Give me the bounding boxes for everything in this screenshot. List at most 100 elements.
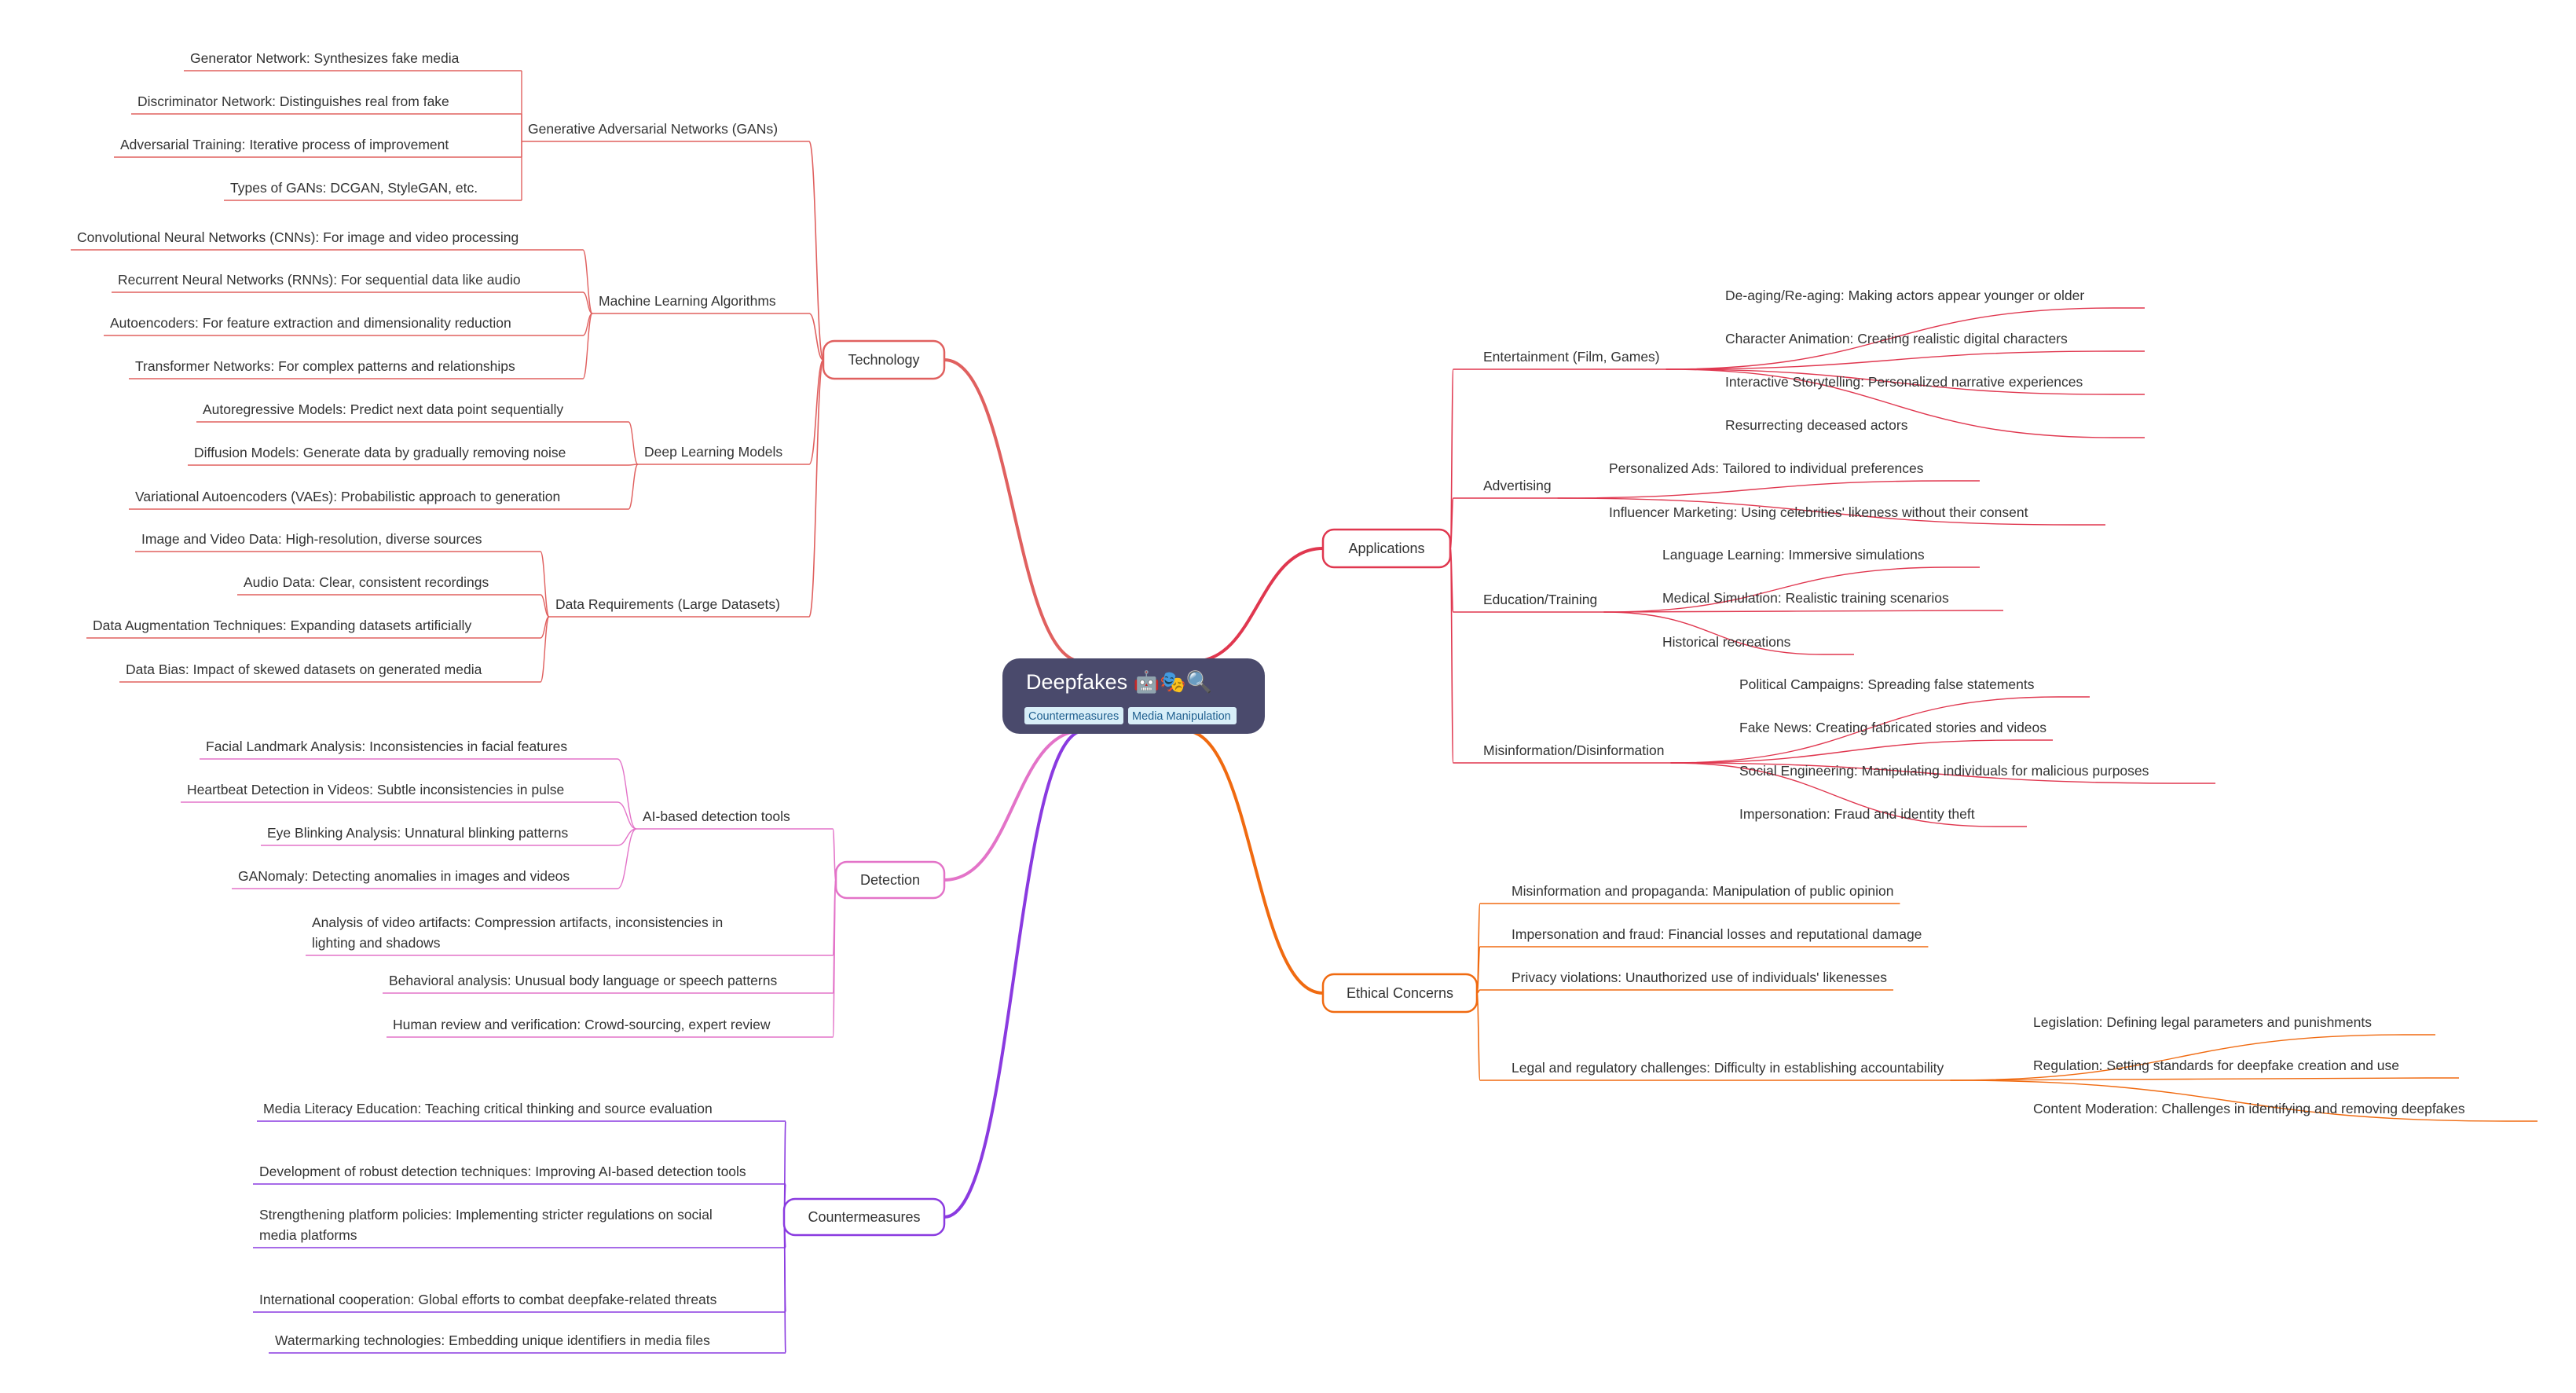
node-data-bias[interactable]: Data Bias: Impact of skewed datasets on … [119, 662, 540, 683]
node-label: AI-based detection tools [643, 808, 790, 824]
link-child-grandchild [540, 551, 550, 618]
node-ai-based-detection-tools[interactable]: AI-based detection tools [636, 808, 833, 830]
link-branch-child [808, 313, 824, 361]
link-root-applications [1192, 547, 1324, 663]
node-strengthening-platform-policies[interactable]: Strengthening platform policies: Impleme… [253, 1207, 786, 1248]
link-child-grandchild [540, 616, 550, 683]
node-legislation[interactable]: Legislation: Defining legal parameters a… [2033, 1014, 2435, 1036]
node-misinformation-disinformation[interactable]: Misinformation/Disinformation [1453, 742, 1671, 764]
node-generative-adversarial-networks-gans[interactable]: Generative Adversarial Networks (GANs) [522, 121, 809, 142]
link-child-grandchild [1557, 480, 1949, 499]
node-label: Data Augmentation Techniques: Expanding … [93, 618, 471, 633]
node-generator-network[interactable]: Generator Network: Synthesizes fake medi… [184, 50, 522, 71]
node-ganomaly[interactable]: GANomaly: Detecting anomalies in images … [232, 868, 617, 889]
node-label: Legislation: Defining legal parameters a… [2033, 1014, 2372, 1030]
link-branch-child [808, 141, 824, 361]
node-label: Data Requirements (Large Datasets) [555, 596, 780, 612]
node-types-of-gans[interactable]: Types of GANs: DCGAN, StyleGAN, etc. [224, 180, 522, 201]
link-child-grandchild [582, 313, 593, 379]
node-machine-learning-algorithms[interactable]: Machine Learning Algorithms [592, 293, 809, 314]
node-deep-learning-models[interactable]: Deep Learning Models [638, 444, 809, 465]
node-transformer-networks[interactable]: Transformer Networks: For complex patter… [129, 358, 583, 379]
node-label: International cooperation: Global effort… [259, 1292, 717, 1307]
root-node[interactable]: Deepfakes 🤖🎭🔍 Countermeasures Media Mani… [1002, 658, 1265, 734]
node-analysis-of-video-artifacts[interactable]: Analysis of video artifacts: Compression… [306, 915, 833, 956]
node-label: Human review and verification: Crowd-sou… [393, 1017, 771, 1032]
link-root-detection [944, 729, 1083, 882]
node-label: Recurrent Neural Networks (RNNs): For se… [118, 272, 521, 288]
node-watermarking-technologies[interactable]: Watermarking technologies: Embedding uni… [269, 1333, 786, 1354]
node-label: Interactive Storytelling: Personalized n… [1725, 374, 2083, 390]
node-convolutional-neural-networks-cnns[interactable]: Convolutional Neural Networks (CNNs): Fo… [71, 229, 583, 251]
branch-countermeasures[interactable]: Countermeasures [782, 1197, 946, 1237]
link-child-grandchild [1557, 497, 2075, 526]
branch-applications[interactable]: Applications [1321, 528, 1452, 569]
node-impersonation-and-fraud[interactable]: Impersonation and fraud: Financial losse… [1480, 926, 1929, 948]
node-label: Political Campaigns: Spreading false sta… [1739, 676, 2035, 692]
node-interactive-storytelling[interactable]: Interactive Storytelling: Personalized n… [1725, 374, 2145, 395]
node-label: Autoencoders: For feature extraction and… [110, 315, 511, 331]
branch-pill [834, 860, 946, 900]
node-recurrent-neural-networks-rnns[interactable]: Recurrent Neural Networks (RNNs): For se… [112, 272, 583, 293]
node-medical-simulation[interactable]: Medical Simulation: Realistic training s… [1662, 590, 2003, 611]
node-label: Generative Adversarial Networks (GANs) [528, 121, 778, 137]
node-misinformation-and-propaganda[interactable]: Misinformation and propaganda: Manipulat… [1480, 883, 1900, 904]
node-label: Influencer Marketing: Using celebrities'… [1609, 504, 2028, 520]
node-label: Analysis of video artifacts: Compression… [312, 915, 723, 951]
node-content-moderation[interactable]: Content Moderation: Challenges in identi… [2033, 1101, 2538, 1122]
node-advertising[interactable]: Advertising [1453, 478, 1558, 499]
node-label: Convolutional Neural Networks (CNNs): Fo… [77, 229, 518, 245]
branch-ethical[interactable]: Ethical Concerns [1321, 973, 1479, 1014]
tag-countermeasures[interactable]: Countermeasures [1028, 710, 1119, 723]
node-political-campaigns[interactable]: Political Campaigns: Spreading false sta… [1739, 676, 2090, 698]
node-label: Facial Landmark Analysis: Inconsistencie… [206, 739, 567, 754]
node-diffusion-models[interactable]: Diffusion Models: Generate data by gradu… [188, 445, 628, 466]
node-data-requirements-large-datasets[interactable]: Data Requirements (Large Datasets) [549, 596, 809, 618]
node-privacy-violations[interactable]: Privacy violations: Unauthorized use of … [1480, 970, 1894, 991]
node-legal-and-regulatory-challenges[interactable]: Legal and regulatory challenges: Difficu… [1480, 1060, 1951, 1081]
node-historical-recreations[interactable]: Historical recreations [1662, 634, 1854, 655]
node-label: Misinformation/Disinformation [1483, 742, 1665, 758]
node-heartbeat-detection-in-videos[interactable]: Heartbeat Detection in Videos: Subtle in… [181, 782, 617, 803]
node-international-cooperation[interactable]: International cooperation: Global effort… [253, 1292, 786, 1313]
link-child-grandchild [540, 594, 550, 618]
node-personalized-ads[interactable]: Personalized Ads: Tailored to individual… [1609, 460, 1980, 482]
node-label: Heartbeat Detection in Videos: Subtle in… [187, 782, 564, 797]
node-de-aging-re-aging[interactable]: De-aging/Re-aging: Making actors appear … [1725, 288, 2145, 309]
node-label: Impersonation and fraud: Financial losse… [1512, 926, 1922, 942]
node-resurrecting-deceased-actors[interactable]: Resurrecting deceased actors [1725, 417, 2145, 438]
node-entertainment-film-games[interactable]: Entertainment (Film, Games) [1453, 349, 1666, 370]
node-human-review-and-verification[interactable]: Human review and verification: Crowd-sou… [387, 1017, 833, 1038]
node-label: Diffusion Models: Generate data by gradu… [194, 445, 566, 460]
node-regulation[interactable]: Regulation: Setting standards for deepfa… [2033, 1058, 2459, 1079]
node-label: Character Animation: Creating realistic … [1725, 331, 2068, 346]
branch-detection[interactable]: Detection [834, 860, 946, 900]
node-fake-news[interactable]: Fake News: Creating fabricated stories a… [1739, 720, 2054, 741]
node-social-engineering[interactable]: Social Engineering: Manipulating individ… [1739, 763, 2215, 784]
node-label: Medical Simulation: Realistic training s… [1662, 590, 1949, 606]
node-variational-autoencoders-vaes[interactable]: Variational Autoencoders (VAEs): Probabi… [129, 489, 628, 510]
node-character-animation[interactable]: Character Animation: Creating realistic … [1725, 331, 2145, 352]
node-adversarial-training[interactable]: Adversarial Training: Iterative process … [114, 137, 522, 158]
node-development-of-robust-detection-techniqu[interactable]: Development of robust detection techniqu… [253, 1164, 786, 1185]
node-facial-landmark-analysis[interactable]: Facial Landmark Analysis: Inconsistencie… [200, 739, 617, 760]
node-autoregressive-models[interactable]: Autoregressive Models: Predict next data… [196, 401, 628, 423]
node-label: Types of GANs: DCGAN, StyleGAN, etc. [230, 180, 478, 196]
node-autoencoders[interactable]: Autoencoders: For feature extraction and… [104, 315, 583, 336]
link-child-grandchild [617, 828, 637, 889]
root-title: Deepfakes 🤖🎭🔍 [1026, 668, 1212, 694]
node-education-training[interactable]: Education/Training [1453, 592, 1604, 613]
node-language-learning[interactable]: Language Learning: Immersive simulations [1662, 547, 1980, 568]
node-image-and-video-data[interactable]: Image and Video Data: High-resolution, d… [135, 531, 540, 552]
node-data-augmentation-techniques[interactable]: Data Augmentation Techniques: Expanding … [86, 618, 540, 639]
node-behavioral-analysis[interactable]: Behavioral analysis: Unusual body langua… [383, 973, 833, 994]
node-influencer-marketing[interactable]: Influencer Marketing: Using celebrities'… [1609, 504, 2105, 526]
node-eye-blinking-analysis[interactable]: Eye Blinking Analysis: Unnatural blinkin… [261, 825, 617, 846]
node-discriminator-network[interactable]: Discriminator Network: Distinguishes rea… [131, 93, 522, 115]
node-impersonation[interactable]: Impersonation: Fraud and identity theft [1739, 806, 2027, 827]
tag-media-manipulation[interactable]: Media Manipulation [1132, 710, 1231, 723]
node-audio-data[interactable]: Audio Data: Clear, consistent recordings [237, 574, 540, 596]
node-media-literacy-education[interactable]: Media Literacy Education: Teaching criti… [257, 1101, 786, 1122]
link-child-grandchild [1665, 350, 2114, 370]
branch-technology[interactable]: Technology [822, 339, 946, 380]
